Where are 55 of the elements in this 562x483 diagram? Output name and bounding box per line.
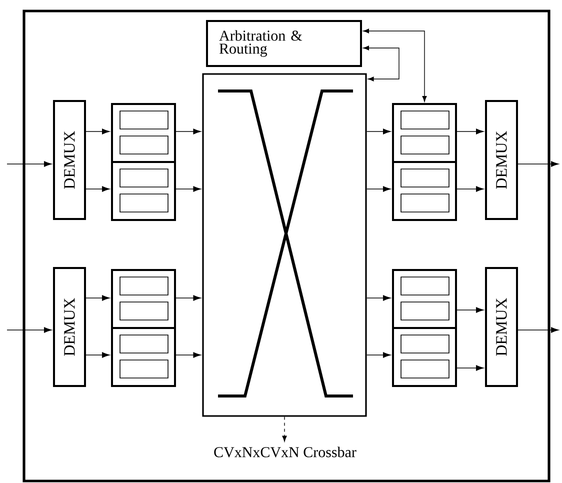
buffer-box: [111, 327, 176, 387]
buffer-slot: [400, 302, 450, 320]
arrow: [456, 307, 484, 313]
buffer-slot: [120, 168, 168, 188]
arrow: [363, 46, 400, 82]
buffer-box: [111, 269, 176, 329]
arrow: [176, 186, 201, 192]
arrow: [518, 161, 559, 167]
buffer-box: [392, 161, 457, 221]
buffer-slot: [120, 360, 168, 378]
arrow: [366, 352, 391, 358]
arrow: [518, 327, 559, 333]
arrow: [176, 128, 201, 134]
buffer-slot: [400, 360, 450, 378]
buffer-slot: [400, 168, 450, 188]
system-boundary: [22, 10, 550, 482]
arrow: [6, 161, 52, 167]
arrow: [86, 186, 110, 192]
buffer-box: [392, 269, 457, 329]
arrow: [456, 128, 484, 134]
buffer-slot: [120, 302, 168, 320]
buffer-box: [111, 103, 176, 163]
arrow: [176, 295, 201, 301]
arrow: [176, 352, 201, 358]
crossbar-label: CVxNxCVxN Crossbar: [214, 446, 356, 458]
buffer-slot: [120, 110, 168, 130]
arrow: [86, 128, 110, 134]
arrow: [86, 352, 110, 358]
arbitration-box: Arbitration & Routing: [206, 20, 362, 67]
arrow: [6, 327, 52, 333]
buffer-slot: [120, 276, 168, 296]
buffer-box: [392, 103, 457, 163]
buffer-slot: [400, 110, 450, 130]
buffer-slot: [400, 136, 450, 154]
demux-box: DEMUX: [485, 100, 518, 220]
demux-box: DEMUX: [53, 267, 86, 387]
arrow: [366, 128, 391, 134]
buffer-slot: [400, 334, 450, 354]
crossbar-box: [202, 73, 367, 417]
buffer-slot: [400, 276, 450, 296]
buffer-box: [111, 161, 176, 221]
buffer-box: [392, 327, 457, 387]
buffer-slot: [120, 194, 168, 212]
arrow: [366, 186, 391, 192]
demux-box: DEMUX: [485, 267, 518, 387]
buffer-slot: [120, 334, 168, 354]
arrow: [456, 365, 484, 371]
demux-box: DEMUX: [53, 100, 86, 220]
arrow: [282, 416, 287, 442]
buffer-slot: [400, 194, 450, 212]
arrow: [366, 295, 391, 301]
buffer-slot: [120, 136, 168, 154]
arrow: [363, 28, 427, 102]
arrow: [86, 295, 110, 301]
arrow: [456, 186, 484, 192]
